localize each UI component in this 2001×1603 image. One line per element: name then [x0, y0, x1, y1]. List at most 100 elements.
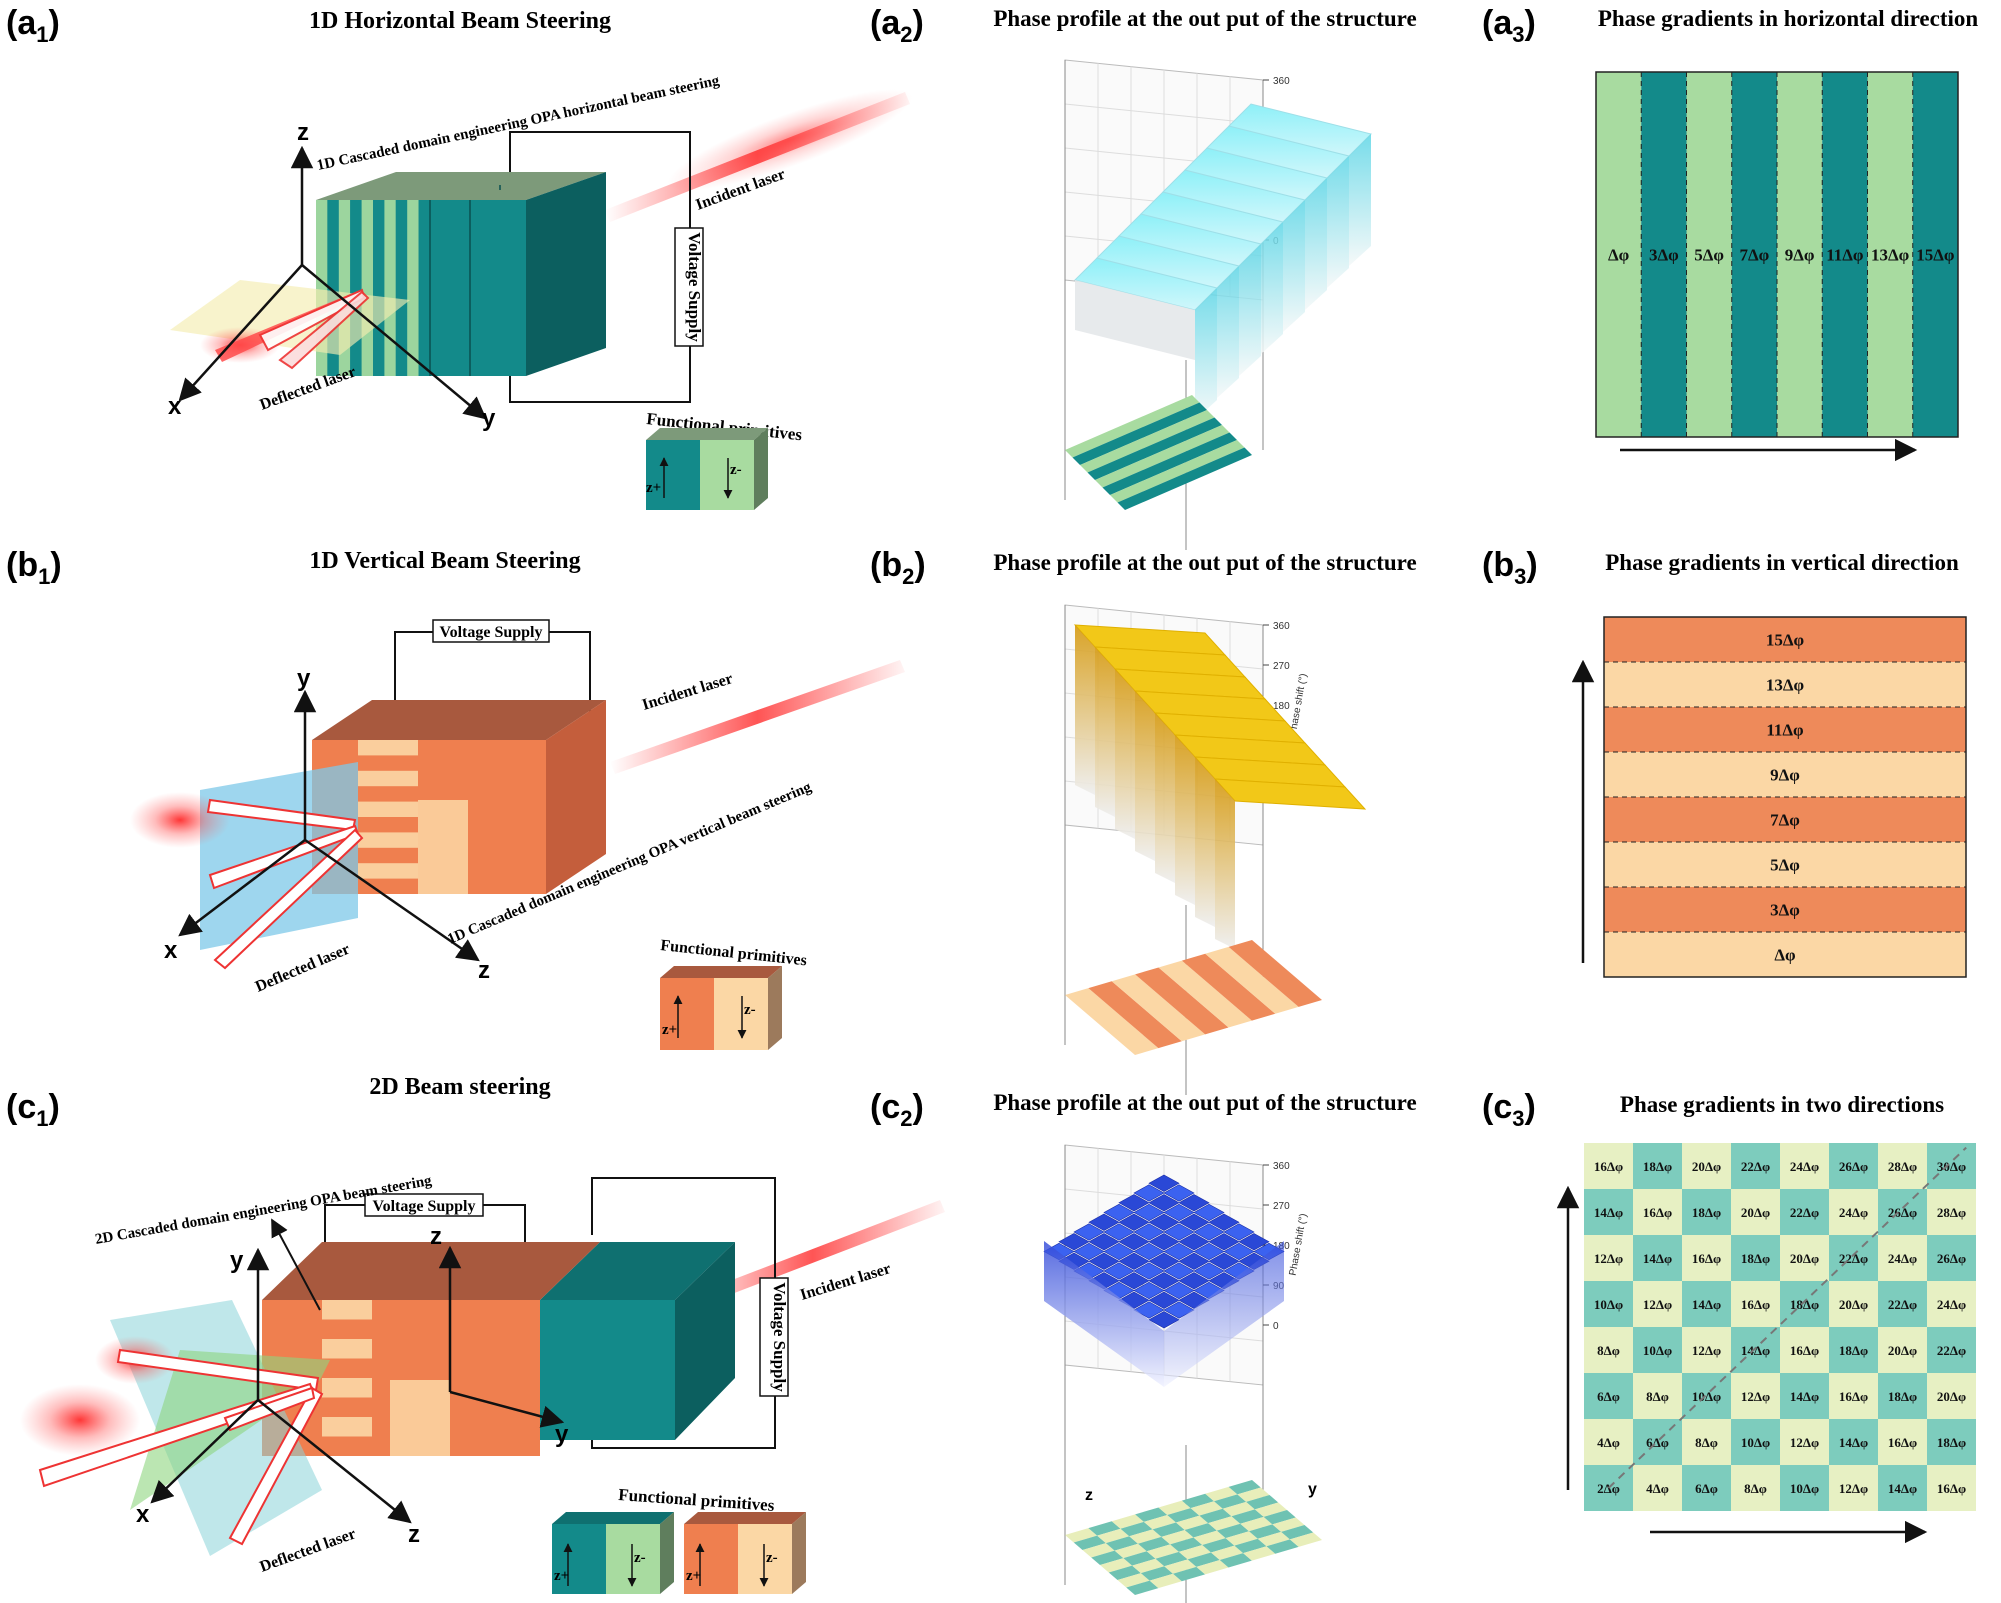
side-face [1044, 1241, 1164, 1387]
stripe [327, 200, 339, 376]
b2-phase-profile-plot: 090180270360Phase shift (°) [1064, 604, 1367, 1095]
floor-cell [1216, 1523, 1249, 1539]
floor-cell [1135, 1507, 1168, 1522]
floor-cell [1272, 1517, 1305, 1532]
axis-x [178, 264, 303, 402]
grid-cell-label: 26Δφ [1839, 1159, 1868, 1174]
floor-cell [1152, 1522, 1185, 1537]
grid-cell [1878, 1189, 1927, 1235]
grid-cell [1829, 1189, 1878, 1235]
incident-laser-label: Incident laser [640, 670, 735, 714]
gradient-label: 5Δφ [1770, 856, 1800, 875]
block-top [316, 172, 606, 200]
grid-cell [1682, 1419, 1731, 1465]
step-cell [1148, 1194, 1180, 1212]
step-cell [1133, 1184, 1165, 1202]
floor-stripe [1102, 432, 1237, 495]
axis-y-label: y [230, 1247, 244, 1274]
voltage-supply-box [432, 619, 550, 643]
gradient-stripe [1641, 72, 1687, 437]
stripe [358, 832, 418, 848]
grid-cell [1780, 1419, 1829, 1465]
grid-cell-label: 14Δφ [1643, 1251, 1672, 1266]
grid-cell-label: 28Δφ [1937, 1205, 1966, 1220]
orange-block-top [262, 1242, 600, 1300]
step-cell [1178, 1233, 1210, 1251]
tick-label: 270 [1273, 1201, 1290, 1212]
step-cell [1148, 1252, 1180, 1270]
axis-z-label: z [478, 957, 490, 984]
floor-cell [1234, 1538, 1267, 1554]
step-cell [1133, 1242, 1165, 1261]
step-cell [1178, 1272, 1210, 1290]
primitives-label: Functional primitives [618, 1485, 776, 1515]
step-cell [1148, 1311, 1180, 1329]
step-cell [1103, 1223, 1135, 1241]
step-side [1349, 134, 1371, 266]
grid-cell-label: 24Δφ [1790, 1159, 1819, 1174]
gradient-stripe [1596, 72, 1642, 437]
grid-cell-label: 12Δφ [1594, 1251, 1623, 1266]
gradient-stripe [1731, 72, 1777, 437]
block-front-stripes [358, 740, 468, 894]
step-cell [1133, 1262, 1165, 1280]
deflected-beam-3 [228, 1386, 324, 1546]
grid-cell-label: 18Δφ [1741, 1251, 1770, 1266]
grid-cell-label: 16Δφ [1839, 1389, 1868, 1404]
grid-cell [1927, 1143, 1976, 1189]
floor-stripe [1158, 960, 1252, 1028]
step-cell [1088, 1213, 1120, 1231]
grid-cell [1780, 1235, 1829, 1281]
axis-y [301, 264, 487, 420]
grid-cell-label: 20Δφ [1888, 1343, 1917, 1358]
step-side [1195, 288, 1217, 420]
floor-cell [1181, 1493, 1214, 1509]
incident-beam [605, 92, 910, 222]
grid-cell-label: 18Δφ [1790, 1297, 1819, 1312]
step-cell [1118, 1213, 1150, 1231]
grid-cell [1829, 1419, 1878, 1465]
step-cell [1088, 1233, 1120, 1251]
step-cell [1073, 1242, 1105, 1261]
floor-cell [1167, 1508, 1200, 1523]
grid-cell-label: 14Δφ [1790, 1389, 1819, 1404]
panel-title: 2D Beam steering [369, 1074, 550, 1100]
grid-cell [1731, 1281, 1780, 1327]
grid-cell [1682, 1143, 1731, 1189]
panel-title: Phase profile at the out put of the stru… [993, 6, 1416, 31]
panel-a3-header: (a3) Phase gradients in horizontal direc… [1482, 4, 1978, 47]
block-top [312, 700, 606, 740]
step-cell [1208, 1252, 1240, 1270]
gradient-row [1604, 842, 1966, 887]
panel-c3-header: (c3) Phase gradients in two directions [1482, 1088, 1944, 1131]
floor-cell [1208, 1516, 1241, 1531]
floor-stripe [1087, 417, 1222, 480]
grid-cell-label: 24Δφ [1888, 1251, 1917, 1266]
grid-cell [1878, 1281, 1927, 1327]
svg-text:(c3): (c3) [1482, 1088, 1536, 1131]
panel-b1-header: (b1) 1D Vertical Beam Steering [6, 546, 581, 589]
svg-text:(b2): (b2) [870, 546, 926, 589]
grid-cell [1878, 1235, 1927, 1281]
axis-z-label: z [297, 119, 309, 146]
primitives-label: Functional primitives [660, 937, 808, 969]
staircase-surface [1073, 624, 1367, 949]
grid-cell-label: 4Δφ [1597, 1435, 1620, 1450]
stripe [358, 770, 418, 787]
gradient-stripe [1686, 72, 1732, 437]
panel-c1-header: (c1) 2D Beam steering [6, 1074, 551, 1131]
step-cell [1133, 1223, 1165, 1241]
svg-text:(a1): (a1) [6, 4, 60, 47]
floor-cell [1187, 1552, 1220, 1567]
floor-cell [1161, 1530, 1194, 1545]
step-side [1175, 735, 1195, 905]
staircase-surface [1074, 103, 1372, 420]
grid-cell-label: 18Δφ [1937, 1435, 1966, 1450]
grid-cell-label: 4Δφ [1646, 1481, 1669, 1496]
gradient-stripe [1867, 72, 1913, 437]
c2-phase-profile-plot: 090180270360Phase shift (°)zy [1043, 1144, 1322, 1603]
grid-cell-label: 12Δφ [1643, 1297, 1672, 1312]
diagonal-direction [1607, 1146, 1967, 1489]
floor-cell [1123, 1551, 1156, 1566]
